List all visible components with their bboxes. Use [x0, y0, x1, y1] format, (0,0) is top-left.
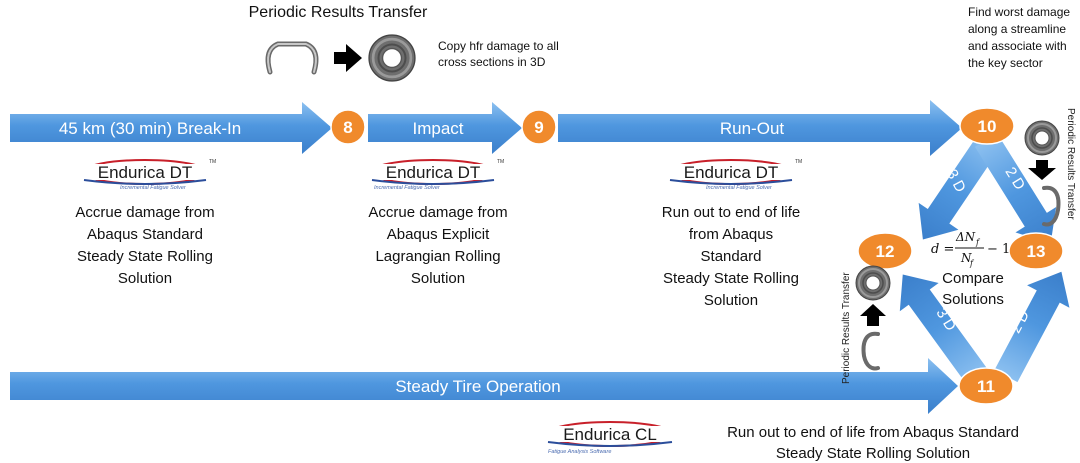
- caption-impact: Accrue damage from Abaqus Explicit Lagra…: [368, 204, 507, 287]
- caption-runout: Run out to end of life from Abaqus Stand…: [662, 204, 800, 309]
- runout-arrow: Run-Out: [558, 100, 962, 156]
- logo-dt-tag-2: Incremental Fatigue Solver: [374, 185, 441, 191]
- tire-icon-top: [367, 33, 417, 83]
- breakin-arrow-label: 45 km (30 min) Break-In: [59, 119, 241, 138]
- copy-note-line1: Copy hfr damage to all: [438, 39, 559, 53]
- steady-arrow: Steady Tire Operation: [10, 358, 958, 414]
- caption-breakin-2: Abaqus Standard: [87, 226, 203, 243]
- periodic-transfer-title: Periodic Results Transfer: [249, 4, 428, 21]
- logo-dt-tm-1: TM: [209, 159, 216, 165]
- caption-impact-2: Abaqus Explicit: [387, 226, 490, 243]
- node-8-label: 8: [343, 118, 352, 137]
- worst-note-line2: along a streamline: [968, 22, 1066, 36]
- node-10-label: 10: [978, 117, 997, 136]
- node-8: 8: [330, 109, 366, 145]
- breakin-arrow: 45 km (30 min) Break-In: [10, 102, 332, 154]
- impact-arrow-label: Impact: [412, 119, 463, 138]
- caption-runout-2: from Abaqus: [689, 226, 773, 243]
- node-9-label: 9: [534, 118, 543, 137]
- logo-dt-name-2: Endurica DT: [386, 163, 480, 182]
- node-13: 13: [1008, 232, 1064, 270]
- compare-line1: Compare: [942, 270, 1004, 287]
- logo-cl-tag: Fatigue Analysis Software: [548, 449, 611, 455]
- copy-note-line2: cross sections in 3D: [438, 55, 546, 69]
- caption-impact-3: Lagrangian Rolling: [375, 248, 500, 265]
- impact-arrow: Impact: [368, 102, 522, 154]
- tire-icon-left: [855, 265, 891, 301]
- caption-runout-1: Run out to end of life: [662, 204, 800, 221]
- endurica-cl-logo: Endurica CL Fatigue Analysis Software: [544, 421, 676, 455]
- transfer-arrow-icon: [334, 44, 362, 72]
- logo-dt-tm-3: TM: [795, 159, 802, 165]
- tire-icon-right: [1024, 120, 1060, 156]
- up-arrow-icon: [860, 304, 886, 326]
- arrow-10-to-12: 3 D: [918, 132, 1001, 240]
- node-10: 10: [959, 107, 1015, 145]
- endurica-dt-logo-1: Endurica DT TM Incremental Fatigue Solve…: [80, 159, 216, 191]
- side-label-left: Periodic Results Transfer: [841, 272, 852, 384]
- logo-dt-name-3: Endurica DT: [684, 163, 778, 182]
- caption-breakin-3: Steady State Rolling: [77, 248, 213, 265]
- steady-arrow-label: Steady Tire Operation: [395, 377, 560, 396]
- caption-runout-4: Steady State Rolling: [663, 270, 799, 287]
- cross-section-icon: [268, 44, 316, 72]
- formula-tail: − 1: [987, 242, 1010, 257]
- node-11-label: 11: [977, 377, 995, 396]
- caption-steady-1: Run out to end of life from Abaqus Stand…: [727, 424, 1019, 441]
- node-12: 12: [857, 232, 913, 270]
- caption-impact-1: Accrue damage from: [368, 204, 507, 221]
- node-11: 11: [958, 367, 1014, 405]
- logo-dt-tag-3: Incremental Fatigue Solver: [706, 185, 773, 191]
- caption-runout-3: Standard: [701, 248, 762, 265]
- side-label-right: Periodic Results Transfer: [1065, 108, 1076, 220]
- node-9: 9: [521, 109, 557, 145]
- logo-cl-name: Endurica CL: [563, 425, 657, 444]
- caption-runout-5: Solution: [704, 292, 758, 309]
- node-12-label: 12: [876, 242, 895, 261]
- logo-dt-name-1: Endurica DT: [98, 163, 192, 182]
- endurica-dt-logo-3: Endurica DT TM Incremental Fatigue Solve…: [666, 159, 802, 191]
- logo-dt-tag-1: Incremental Fatigue Solver: [120, 185, 187, 191]
- runout-arrow-label: Run-Out: [720, 119, 785, 138]
- compare-line2: Solutions: [942, 291, 1004, 308]
- cross-section-icon-right: [1042, 185, 1061, 227]
- caption-breakin-4: Solution: [118, 270, 172, 287]
- caption-steady: Run out to end of life from Abaqus Stand…: [727, 424, 1019, 462]
- worst-note-line4: the key sector: [968, 56, 1043, 70]
- caption-steady-2: Steady State Rolling Solution: [776, 445, 970, 462]
- logo-dt-tm-2: TM: [497, 159, 504, 165]
- endurica-dt-logo-2: Endurica DT TM Incremental Fatigue Solve…: [368, 159, 504, 191]
- formula-num-sub: f: [975, 238, 981, 247]
- formula-lhs: d =: [931, 242, 954, 257]
- arrow-10-to-13: 2 D: [974, 133, 1057, 244]
- caption-breakin-1: Accrue damage from: [75, 204, 214, 221]
- caption-impact-4: Solution: [411, 270, 465, 287]
- damage-formula: d = ΔN f N f − 1: [931, 230, 1010, 268]
- formula-den: N: [960, 251, 972, 265]
- worst-note-line3: and associate with: [968, 39, 1067, 53]
- formula-den-sub: f: [969, 259, 975, 268]
- worst-note-line1: Find worst damage: [968, 5, 1070, 19]
- cross-section-icon-left: [861, 331, 880, 371]
- caption-breakin: Accrue damage from Abaqus Standard Stead…: [75, 204, 214, 287]
- node-13-label: 13: [1027, 242, 1046, 261]
- formula-num: ΔN: [955, 230, 976, 244]
- down-arrow-icon: [1028, 160, 1056, 180]
